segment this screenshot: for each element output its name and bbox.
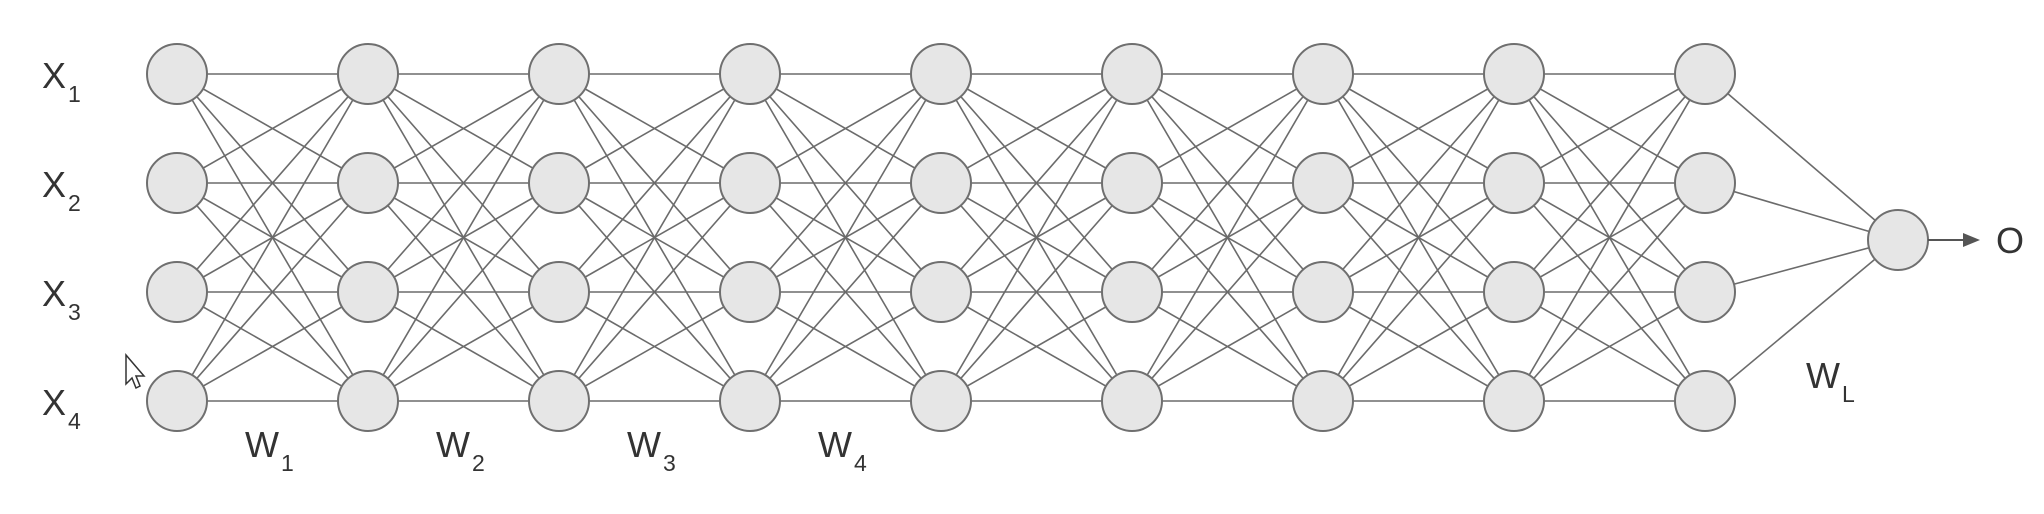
edge-l3-n2-to-n1 <box>558 73 751 184</box>
neuron-l4-n1 <box>719 43 781 105</box>
edge-l2-n4-to-n3 <box>367 291 560 402</box>
edge-last-n2-to-output <box>1704 182 1899 241</box>
neuron-l6-n4 <box>1101 370 1163 432</box>
input-label-x1: X1 <box>42 55 81 107</box>
edge-l7-n3-to-n1 <box>1322 73 1515 293</box>
edge-l8-n2-to-n1 <box>1513 73 1706 184</box>
edge-l7-n4-to-n1 <box>1322 73 1515 402</box>
neuron-nodes <box>146 43 1929 432</box>
neuron-l4-n2 <box>719 152 781 214</box>
edge-l1-n4-to-n1 <box>176 73 369 402</box>
edge-l5-n2-to-n1 <box>940 73 1133 184</box>
edge-l3-n4-to-n2 <box>558 182 751 402</box>
edge-l6-n4-to-n3 <box>1131 291 1324 402</box>
edge-l4-n3-to-n1 <box>749 73 942 293</box>
edge-l3-n4-to-n1 <box>558 73 751 402</box>
neuron-l5-n1 <box>910 43 972 105</box>
edge-last-n4-to-output <box>1704 239 1899 402</box>
edge-l5-n4-to-n3 <box>940 291 1133 402</box>
edge-l1-n4-to-n2 <box>176 182 369 402</box>
edge-l5-n4-to-n2 <box>940 182 1133 402</box>
connection-edges <box>176 73 1899 402</box>
neuron-l5-n3 <box>910 261 972 323</box>
neuron-l1-n4 <box>146 370 208 432</box>
input-label-x4: X4 <box>42 382 81 434</box>
edge-l6-n2-to-n1 <box>1131 73 1324 184</box>
edge-l8-n4-to-n1 <box>1513 73 1706 402</box>
neuron-l9-n1 <box>1674 43 1736 105</box>
neuron-l5-n2 <box>910 152 972 214</box>
neuron-l9-n4 <box>1674 370 1736 432</box>
output-arrow-head <box>1963 233 1980 247</box>
edge-l1-n2-to-n1 <box>176 73 369 184</box>
edge-l8-n4-to-n3 <box>1513 291 1706 402</box>
neuron-l8-n4 <box>1483 370 1545 432</box>
neuron-l8-n2 <box>1483 152 1545 214</box>
edge-l2-n4-to-n2 <box>367 182 560 402</box>
neuron-l8-n1 <box>1483 43 1545 105</box>
edge-l1-n3-to-n1 <box>176 73 369 293</box>
weight-label-w1: W1 <box>245 424 294 476</box>
weight-label-w4: W4 <box>818 424 867 476</box>
output-label: O <box>1996 220 2024 261</box>
edge-l8-n4-to-n2 <box>1513 182 1706 402</box>
neuron-l7-n2 <box>1292 152 1354 214</box>
neuron-l1-n2 <box>146 152 208 214</box>
edge-l7-n2-to-n1 <box>1322 73 1515 184</box>
neuron-l6-n1 <box>1101 43 1163 105</box>
neuron-l4-n3 <box>719 261 781 323</box>
neuron-l3-n4 <box>528 370 590 432</box>
edge-l4-n4-to-n2 <box>749 182 942 402</box>
neuron-l9-n3 <box>1674 261 1736 323</box>
neuron-l6-n2 <box>1101 152 1163 214</box>
edge-l1-n4-to-n3 <box>176 291 369 402</box>
neuron-l2-n4 <box>337 370 399 432</box>
neuron-l1-n3 <box>146 261 208 323</box>
neuron-l1-n1 <box>146 43 208 105</box>
neuron-l7-n4 <box>1292 370 1354 432</box>
edge-l4-n4-to-n3 <box>749 291 942 402</box>
edge-l4-n4-to-n1 <box>749 73 942 402</box>
neuron-l3-n1 <box>528 43 590 105</box>
neuron-l4-n4 <box>719 370 781 432</box>
mouse-cursor-icon <box>125 352 146 390</box>
weight-label-w3: W3 <box>627 424 676 476</box>
weight-label-wl: WL <box>1806 355 1855 407</box>
edge-l6-n4-to-n2 <box>1131 182 1324 402</box>
neuron-l2-n3 <box>337 261 399 323</box>
edge-l5-n4-to-n1 <box>940 73 1133 402</box>
edge-l7-n4-to-n2 <box>1322 182 1515 402</box>
neuron-l7-n3 <box>1292 261 1354 323</box>
edge-l6-n3-to-n1 <box>1131 73 1324 293</box>
neuron-l2-n2 <box>337 152 399 214</box>
neuron-l6-n3 <box>1101 261 1163 323</box>
edge-last-n1-to-output <box>1704 73 1899 241</box>
edge-l4-n2-to-n1 <box>749 73 942 184</box>
neuron-l7-n1 <box>1292 43 1354 105</box>
edge-l7-n4-to-n3 <box>1322 291 1515 402</box>
output-neuron <box>1867 209 1929 271</box>
neuron-l5-n4 <box>910 370 972 432</box>
weight-label-w2: W2 <box>436 424 485 476</box>
edge-l3-n3-to-n1 <box>558 73 751 293</box>
edge-l2-n2-to-n1 <box>367 73 560 184</box>
neuron-l9-n2 <box>1674 152 1736 214</box>
neuron-l3-n3 <box>528 261 590 323</box>
edge-last-n3-to-output <box>1704 239 1899 293</box>
edge-l2-n3-to-n1 <box>367 73 560 293</box>
edge-l3-n4-to-n3 <box>558 291 751 402</box>
neuron-l8-n3 <box>1483 261 1545 323</box>
edge-l5-n3-to-n1 <box>940 73 1133 293</box>
neuron-l3-n2 <box>528 152 590 214</box>
edge-l6-n4-to-n1 <box>1131 73 1324 402</box>
input-label-x3: X3 <box>42 273 81 325</box>
edge-l8-n3-to-n1 <box>1513 73 1706 293</box>
edge-l2-n4-to-n1 <box>367 73 560 402</box>
input-label-x2: X2 <box>42 164 81 216</box>
neuron-l2-n1 <box>337 43 399 105</box>
